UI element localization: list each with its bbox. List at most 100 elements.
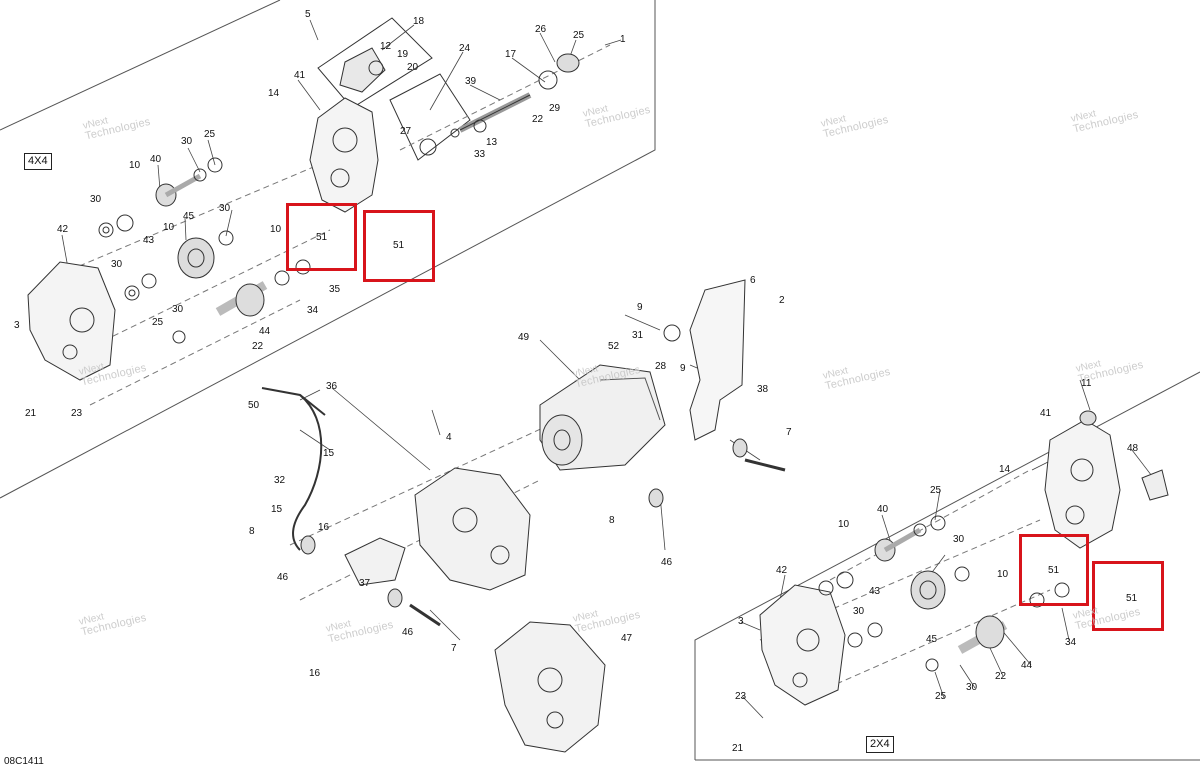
callout: 30 — [181, 136, 193, 147]
housing-41-2x4 — [1044, 419, 1121, 549]
callout: 2 — [779, 295, 785, 306]
callout: 44 — [1021, 660, 1033, 671]
callout: 50 — [248, 400, 260, 411]
drawing-code: 08C1411 — [4, 756, 44, 767]
callout: 21 — [25, 408, 37, 419]
callout: 23 — [71, 408, 83, 419]
gear-44 — [235, 283, 265, 317]
callout: 30 — [853, 606, 865, 617]
callout: 25 — [935, 691, 947, 702]
callout: 22 — [252, 341, 264, 352]
callout: 22 — [995, 671, 1007, 682]
callout: 20 — [407, 62, 419, 73]
bracket-38 — [689, 279, 746, 441]
callout: 15 — [323, 448, 335, 459]
callout: 17 — [505, 49, 517, 60]
shaft-detail-frame — [389, 73, 471, 161]
callout: 25 — [930, 485, 942, 496]
callout: 24 — [459, 43, 471, 54]
callout: 9 — [680, 363, 686, 374]
callout: 31 — [632, 330, 644, 341]
callout: 46 — [277, 572, 289, 583]
callout: 42 — [776, 565, 788, 576]
callout: 38 — [757, 384, 769, 395]
callout: 10 — [270, 224, 282, 235]
callout: 29 — [549, 103, 561, 114]
callout: 36 — [326, 381, 338, 392]
callout: 22 — [532, 114, 544, 125]
callout: 30 — [966, 682, 978, 693]
callout: 32 — [274, 475, 286, 486]
housing-42-2x4 — [759, 584, 846, 706]
callout: 3 — [738, 616, 744, 627]
callout: 21 — [732, 743, 744, 754]
callout: 45 — [926, 634, 938, 645]
callout: 34 — [307, 305, 319, 316]
callout: 14 — [268, 88, 280, 99]
callout: 26 — [535, 24, 547, 35]
callout: 10 — [838, 519, 850, 530]
callout: 47 — [621, 633, 633, 644]
callout: 52 — [608, 341, 620, 352]
callout: 51 — [316, 232, 328, 243]
callout: 49 — [518, 332, 530, 343]
callout: 27 — [400, 126, 412, 137]
callout: 4 — [446, 432, 452, 443]
callout: 1 — [620, 34, 626, 45]
highlight-51-d — [1092, 561, 1164, 631]
callout: 25 — [573, 30, 585, 41]
callout: 18 — [413, 16, 425, 27]
callout: 43 — [869, 586, 881, 597]
callout: 44 — [259, 326, 271, 337]
callout: 30 — [90, 194, 102, 205]
label-2x4: 2X4 — [866, 736, 894, 753]
label-4x4: 4X4 — [24, 153, 52, 170]
callout: 10 — [163, 222, 175, 233]
callout: 25 — [152, 317, 164, 328]
callout: 33 — [474, 149, 486, 160]
callout: 51 — [393, 240, 405, 251]
callout: 9 — [637, 302, 643, 313]
callout: 40 — [150, 154, 162, 165]
callout: 7 — [451, 643, 457, 654]
callout: 19 — [397, 49, 409, 60]
gearcase-47 — [494, 621, 606, 753]
callout: 6 — [750, 275, 756, 286]
callout: 28 — [655, 361, 667, 372]
callout: 15 — [271, 504, 283, 515]
callout: 12 — [380, 41, 392, 52]
callout: 14 — [999, 464, 1011, 475]
callout: 43 — [143, 235, 155, 246]
callout: 25 — [204, 129, 216, 140]
panel-4x4-border — [0, 0, 656, 499]
highlight-51-c — [1019, 534, 1089, 606]
highlight-51-b — [363, 210, 435, 282]
housing-42 — [27, 261, 116, 381]
callout: 46 — [402, 627, 414, 638]
panel-2x4-border — [694, 371, 1200, 760]
callout: 51 — [1048, 565, 1060, 576]
callout: 30 — [172, 304, 184, 315]
callout: 30 — [953, 534, 965, 545]
highlight-51-a — [286, 203, 357, 271]
callout: 45 — [183, 211, 195, 222]
callout: 23 — [735, 691, 747, 702]
callout: 42 — [57, 224, 69, 235]
callout: 30 — [219, 203, 231, 214]
cover-detail-frame — [317, 17, 433, 109]
callout: 16 — [309, 668, 321, 679]
callout: 48 — [1127, 443, 1139, 454]
callout: 3 — [14, 320, 20, 331]
housing-41 — [309, 97, 379, 213]
callout: 40 — [877, 504, 889, 515]
callout: 51 — [1126, 593, 1138, 604]
callout: 10 — [129, 160, 141, 171]
callout: 7 — [786, 427, 792, 438]
callout: 5 — [305, 9, 311, 20]
callout: 13 — [486, 137, 498, 148]
callout: 8 — [609, 515, 615, 526]
callout: 35 — [329, 284, 341, 295]
callout: 41 — [294, 70, 306, 81]
callout: 39 — [465, 76, 477, 87]
